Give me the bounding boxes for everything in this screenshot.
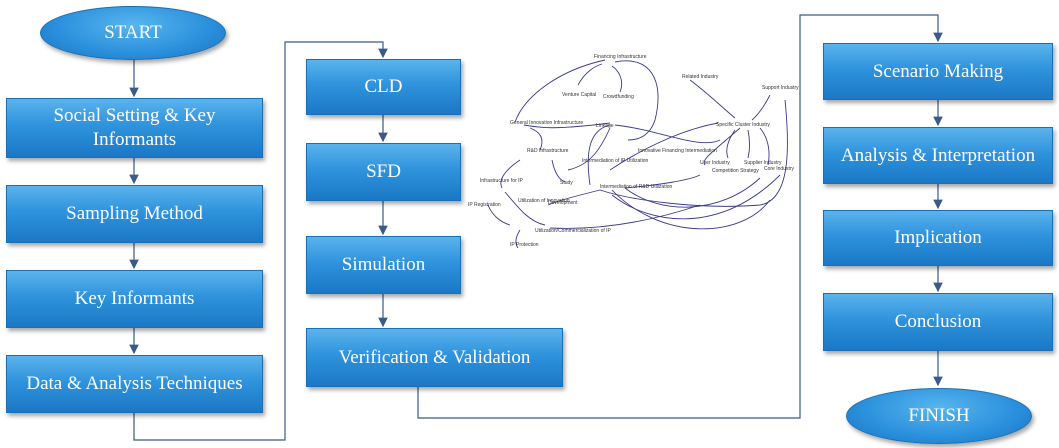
step-conclusion: Conclusion <box>823 293 1053 351</box>
step-sampling-method: Sampling Method <box>6 185 263 243</box>
cld-var-related-industry: Related Industry <box>682 74 719 80</box>
step-scenario-making: Scenario Making <box>823 43 1053 100</box>
cld-var-user-industry: User Industry <box>700 160 730 166</box>
cld-var-financing-infrastructure: Financing Infrastructure <box>594 54 647 60</box>
cld-var-specific-cluster: Specific Cluster Industry <box>716 122 770 128</box>
cld-var-study: Study <box>560 180 573 186</box>
step-cld: CLD <box>306 59 461 115</box>
cld-var-rd-infrastructure: R&D Infrastructure <box>527 148 569 154</box>
step-key-informants: Key Informants <box>6 270 263 328</box>
cld-links <box>487 59 788 249</box>
step-data-analysis-techniques: Data & Analysis Techniques <box>6 355 263 413</box>
cld-var-supplier-industry: Supplier Industry <box>744 160 782 166</box>
step-verification-validation: Verification & Validation <box>306 328 563 387</box>
cld-var-support-industry: Support Industry <box>762 85 799 91</box>
cld-var-infrastructure-ip: Infrastructure for IP <box>480 178 523 184</box>
cld-var-intermediation-ip: Intermediation of IP Utilization <box>582 158 649 164</box>
cld-var-linkage: Linkage <box>596 123 614 129</box>
start-terminal: START <box>40 6 226 60</box>
cld-labels: Financing Infrastructure Venture Capital… <box>468 54 799 248</box>
cld-var-crowdfunding: Crowdfunding <box>603 94 634 100</box>
cld-var-general-innovation: General Innovation Infrastructure <box>510 120 583 126</box>
cld-var-ip-registration: IP Registration <box>468 202 501 208</box>
cld-var-development: Development <box>548 200 578 206</box>
step-simulation: Simulation <box>306 236 461 294</box>
cld-var-utilization-commercialization: Utilization/Commercialization of IP <box>535 228 612 234</box>
step-analysis-interpretation: Analysis & Interpretation <box>823 127 1053 184</box>
cld-var-venture-capital: Venture Capital <box>562 92 596 98</box>
finish-terminal: FINISH <box>846 388 1032 444</box>
cld-var-utilization-innovation: Utilization of Innovation <box>518 198 570 204</box>
cld-var-competition-strategy: Competition Strategy <box>712 168 759 174</box>
step-implication: Implication <box>823 210 1053 266</box>
cld-var-core-industry: Core Industry <box>764 166 795 172</box>
step-sfd: SFD <box>306 143 461 201</box>
cld-var-innovative-financing: Innovative Financing Intermediation <box>638 148 717 154</box>
cld-var-ip-protection: IP Protection <box>510 242 539 248</box>
cld-var-intermediation-rd: Intermediation of R&D Utilization <box>600 184 672 190</box>
step-social-setting: Social Setting & Key Informants <box>6 98 263 158</box>
